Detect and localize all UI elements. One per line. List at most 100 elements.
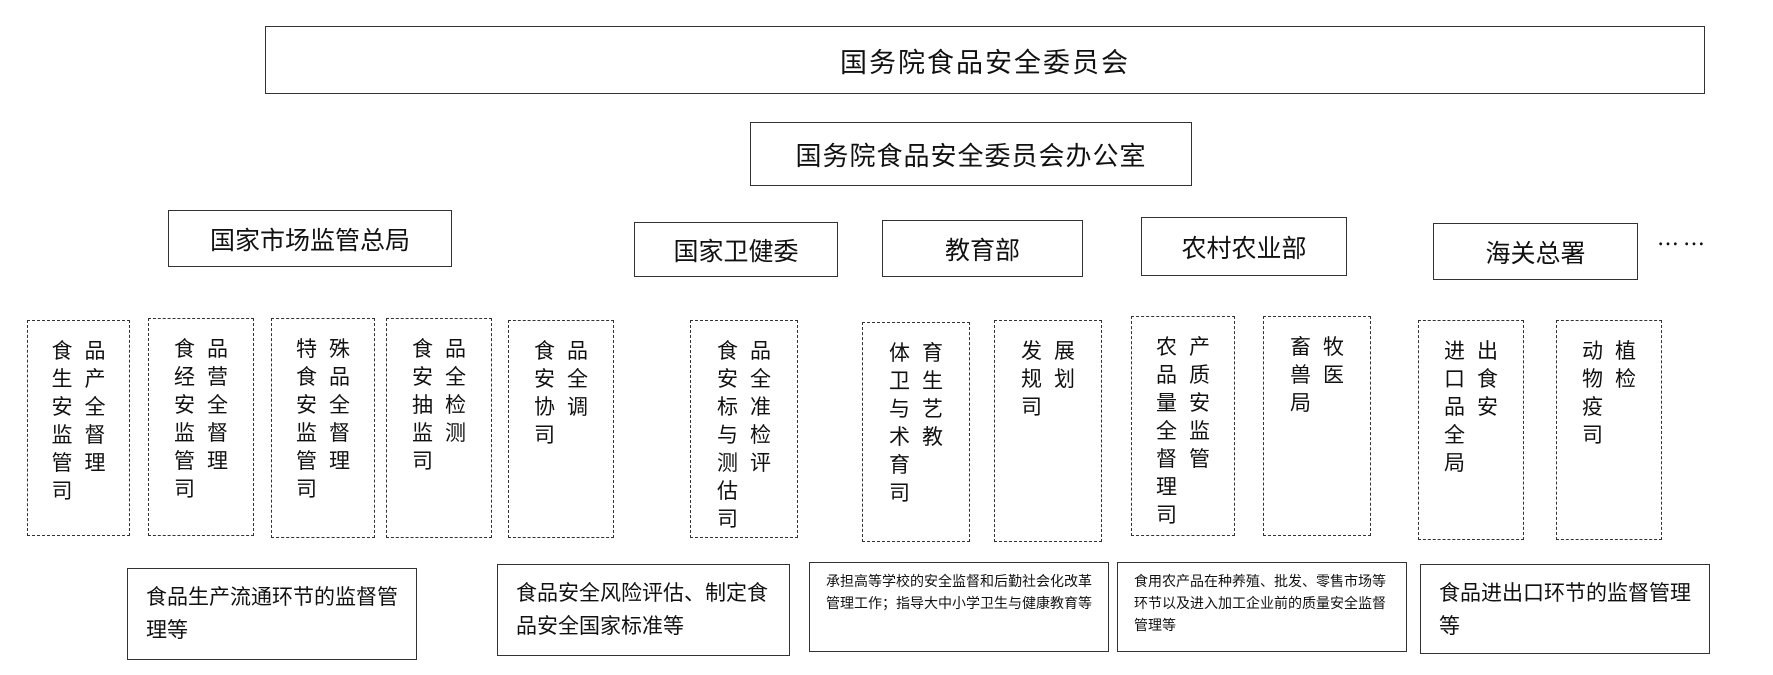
dept-char: 监 — [1189, 419, 1210, 443]
dept-char: 监 — [412, 421, 433, 445]
dept-col: 畜兽局 — [1290, 333, 1311, 417]
dept-char: 进 — [1444, 339, 1465, 363]
dept-char: 兽 — [1290, 363, 1311, 387]
desc-text: 食品安全风险评估、制定食品安全国家标准等 — [516, 581, 768, 638]
office-title: 国务院食品安全委员会办公室 — [795, 141, 1147, 172]
dept-char: 产 — [1189, 335, 1210, 359]
dept-char: 食 — [717, 339, 738, 363]
dept-char: 殊 — [329, 337, 350, 361]
state-council-food-safety-committee: 国务院食品安全委员会 — [265, 26, 1705, 94]
dept-char: 安 — [296, 393, 317, 417]
dept-pe-health-arts: 育生艺教 体卫与术育司 — [862, 322, 970, 542]
dept-col: 特食安监管司 — [296, 335, 317, 503]
dept-char: 安 — [174, 393, 195, 417]
dept-char: 食 — [296, 365, 317, 389]
dept-col: 食经安监管司 — [174, 335, 195, 503]
dept-char: 品 — [1156, 363, 1177, 387]
dept-char: 品 — [750, 339, 771, 363]
dept-char: 督 — [207, 421, 228, 445]
dept-char: 品 — [445, 337, 466, 361]
dept-char: 植 — [1615, 339, 1636, 363]
dept-char: 畜 — [1290, 335, 1311, 359]
dept-char: 监 — [51, 423, 73, 447]
dept-col: 发规司 — [1021, 337, 1042, 421]
dept-char: 生 — [51, 367, 73, 391]
dept-char: 管 — [51, 451, 73, 475]
dept-char: 全 — [750, 367, 771, 391]
dept-char: 司 — [534, 423, 555, 447]
dept-char: 动 — [1582, 339, 1603, 363]
desc-moe: 承担高等学校的安全监督和后勤社会化改革管理工作；指导大中小学卫生与健康教育等 — [809, 562, 1109, 652]
dept-char: 质 — [1189, 363, 1210, 387]
dept-char: 品 — [1444, 395, 1465, 419]
dept-char: 全 — [84, 395, 106, 419]
dept-col: 食安协司 — [534, 337, 555, 449]
dept-animal-husbandry: 牧医 畜兽局 — [1263, 316, 1371, 536]
dept-char: 安 — [51, 395, 73, 419]
agency-label: 国家市场监管总局 — [209, 225, 410, 255]
dept-char: 理 — [329, 449, 350, 473]
dept-char: 抽 — [412, 393, 433, 417]
dept-col: 品营全督理 — [207, 335, 228, 503]
dept-char: 监 — [296, 421, 317, 445]
dept-col: 动物疫司 — [1582, 337, 1603, 449]
dept-char: 全 — [1444, 423, 1465, 447]
dept-char: 司 — [717, 507, 738, 531]
dept-char: 测 — [445, 421, 466, 445]
committee-title: 国务院食品安全委员会 — [840, 47, 1130, 79]
dept-char: 量 — [1156, 391, 1177, 415]
dept-char: 发 — [1021, 339, 1042, 363]
dept-char: 食 — [51, 339, 73, 363]
desc-text: 食品进出口环节的监督管理等 — [1439, 581, 1691, 638]
dept-char: 管 — [1189, 447, 1210, 471]
dept-char: 全 — [329, 393, 350, 417]
dept-char: 划 — [1054, 367, 1075, 391]
desc-samr: 食品生产流通环节的监督管理等 — [127, 568, 417, 660]
dept-char: 规 — [1021, 367, 1042, 391]
desc-text: 食用农产品在种养殖、批发、零售市场等环节以及进入加工企业前的质量安全监督管理等 — [1134, 574, 1386, 634]
dept-char: 教 — [922, 425, 943, 449]
dept-char: 育 — [889, 453, 910, 477]
dept-char: 医 — [1323, 363, 1344, 387]
agency-nhc: 国家卫健委 — [634, 222, 838, 277]
dept-char: 经 — [174, 365, 195, 389]
dept-char: 局 — [1290, 391, 1311, 415]
dept-char: 疫 — [1582, 395, 1603, 419]
dept-char: 督 — [329, 421, 350, 445]
dept-char: 督 — [1156, 447, 1177, 471]
dept-char: 理 — [1156, 475, 1177, 499]
dept-col: 展划 — [1054, 337, 1075, 421]
ellipsis: …… — [1657, 226, 1709, 251]
dept-char: 司 — [296, 477, 317, 501]
dept-char: 品 — [207, 337, 228, 361]
dept-char: 食 — [1477, 367, 1498, 391]
agency-label: 农村农业部 — [1181, 233, 1307, 263]
dept-agri-quality: 产质安监管 农品量全督理司 — [1131, 316, 1235, 536]
dept-char: 管 — [296, 449, 317, 473]
dept-col: 育生艺教 — [922, 339, 943, 507]
dept-char: 督 — [84, 423, 106, 447]
dept-char: 产 — [84, 367, 106, 391]
dept-char: 评 — [750, 451, 771, 475]
dept-char: 管 — [174, 449, 195, 473]
dept-char: 安 — [534, 367, 555, 391]
dept-char: 全 — [567, 367, 588, 391]
dept-char: 品 — [329, 365, 350, 389]
dept-col: 食安标与测估司 — [717, 337, 738, 533]
dept-char: 牧 — [1323, 335, 1344, 359]
dept-char: 展 — [1054, 339, 1075, 363]
agency-label: 海关总署 — [1485, 238, 1586, 268]
dept-char: 局 — [1444, 451, 1465, 475]
dept-char: 食 — [412, 337, 433, 361]
dept-char: 生 — [922, 369, 943, 393]
dept-char: 与 — [889, 397, 910, 421]
desc-customs: 食品进出口环节的监督管理等 — [1420, 564, 1710, 654]
dept-char: 理 — [207, 449, 228, 473]
agency-label: 国家卫健委 — [673, 236, 799, 266]
dept-char: 司 — [174, 477, 195, 501]
dept-char: 司 — [412, 449, 433, 473]
dept-char: 全 — [1156, 419, 1177, 443]
dept-char: 出 — [1477, 339, 1498, 363]
dept-col: 进口品全局 — [1444, 337, 1465, 477]
agency-samr: 国家市场监管总局 — [168, 210, 452, 267]
